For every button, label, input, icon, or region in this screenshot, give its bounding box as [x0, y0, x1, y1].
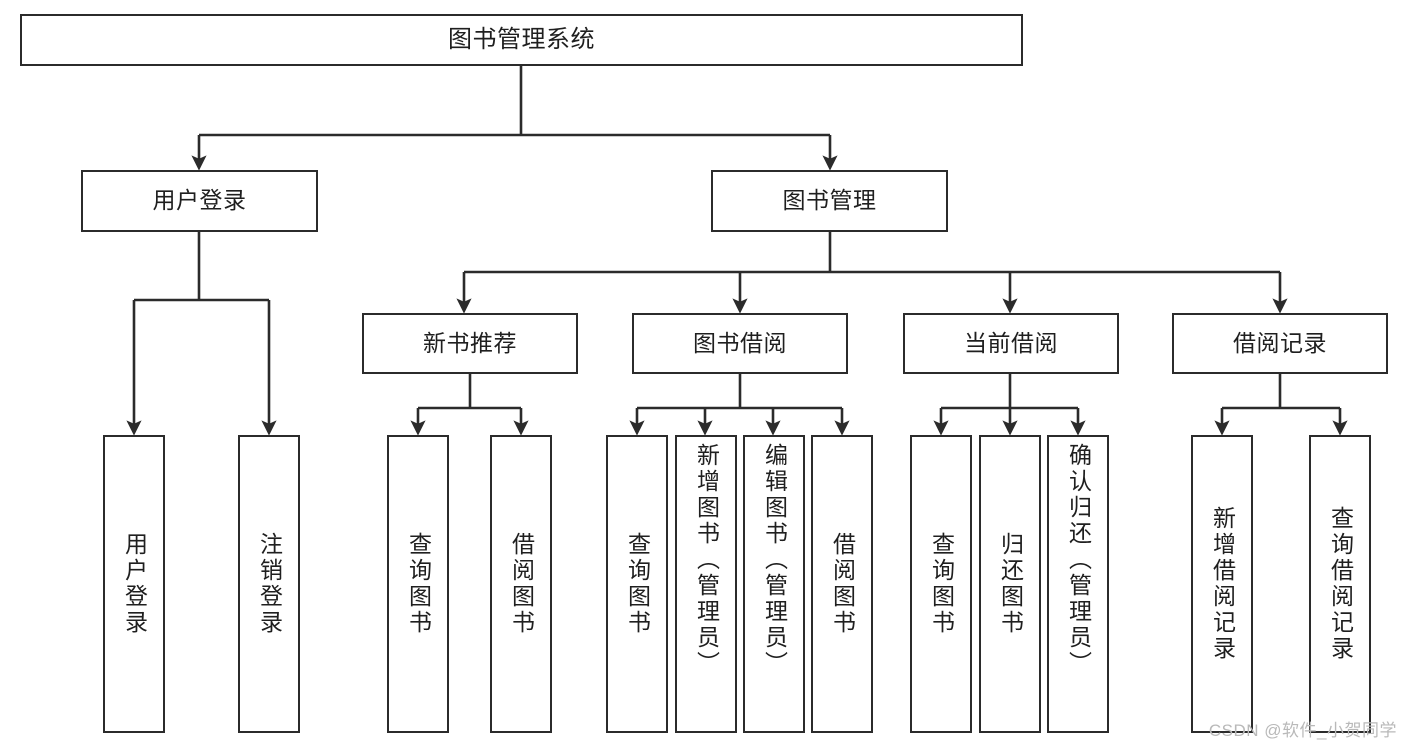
- leaf-label: 查询图书: [405, 532, 432, 636]
- leaf-label: 注销登录: [256, 532, 283, 636]
- node-user-login[interactable]: 用户登录: [81, 170, 318, 232]
- node-label: 当前借阅: [964, 329, 1058, 356]
- leaf-current-return-books[interactable]: 归还图书: [979, 435, 1041, 733]
- node-label: 图书管理: [782, 187, 877, 214]
- csdn-watermark: CSDN @软件_小贺同学: [1208, 721, 1397, 740]
- node-label: 图书管理系统: [448, 25, 595, 53]
- leaf-current-confirm-return-admin[interactable]: 确认归还（管理员）: [1047, 435, 1109, 733]
- leaf-newbook-borrow-books[interactable]: 借阅图书: [490, 435, 552, 733]
- leaf-borrow-add-book-admin[interactable]: 新增图书（管理员）: [675, 435, 737, 733]
- leaf-user-login-signin[interactable]: 用户登录: [103, 435, 165, 733]
- node-label: 用户登录: [152, 187, 247, 214]
- leaf-newbook-query-books[interactable]: 查询图书: [387, 435, 449, 733]
- node-label: 新书推荐: [423, 329, 517, 356]
- leaf-label: 编辑图书（管理员）: [761, 443, 788, 677]
- leaf-label: 查询图书: [928, 532, 955, 636]
- node-label: 借阅记录: [1233, 329, 1327, 356]
- leaf-label: 归还图书: [997, 532, 1024, 636]
- leaf-label: 查询借阅记录: [1327, 506, 1354, 662]
- node-root-book-management-system[interactable]: 图书管理系统: [20, 14, 1023, 66]
- leaf-borrow-query-books[interactable]: 查询图书: [606, 435, 668, 733]
- leaf-record-add-borrow-record[interactable]: 新增借阅记录: [1191, 435, 1253, 733]
- node-book-borrowing[interactable]: 图书借阅: [632, 313, 848, 374]
- leaf-label: 用户登录: [121, 532, 148, 636]
- node-borrowing-records[interactable]: 借阅记录: [1172, 313, 1388, 374]
- node-new-book-recommendation[interactable]: 新书推荐: [362, 313, 578, 374]
- leaf-borrow-edit-book-admin[interactable]: 编辑图书（管理员）: [743, 435, 805, 733]
- leaf-label: 借阅图书: [829, 532, 856, 636]
- leaf-label: 借阅图书: [508, 532, 535, 636]
- leaf-record-query-borrow-record[interactable]: 查询借阅记录: [1309, 435, 1371, 733]
- leaf-label: 新增图书（管理员）: [693, 443, 720, 677]
- leaf-current-query-books[interactable]: 查询图书: [910, 435, 972, 733]
- leaf-label: 确认归还（管理员）: [1065, 443, 1092, 677]
- node-book-management[interactable]: 图书管理: [711, 170, 948, 232]
- leaf-label: 新增借阅记录: [1209, 506, 1236, 662]
- leaf-user-login-signout[interactable]: 注销登录: [238, 435, 300, 733]
- leaf-borrow-borrow-books[interactable]: 借阅图书: [811, 435, 873, 733]
- node-label: 图书借阅: [693, 329, 787, 356]
- node-current-borrowing[interactable]: 当前借阅: [903, 313, 1119, 374]
- leaf-label: 查询图书: [624, 532, 651, 636]
